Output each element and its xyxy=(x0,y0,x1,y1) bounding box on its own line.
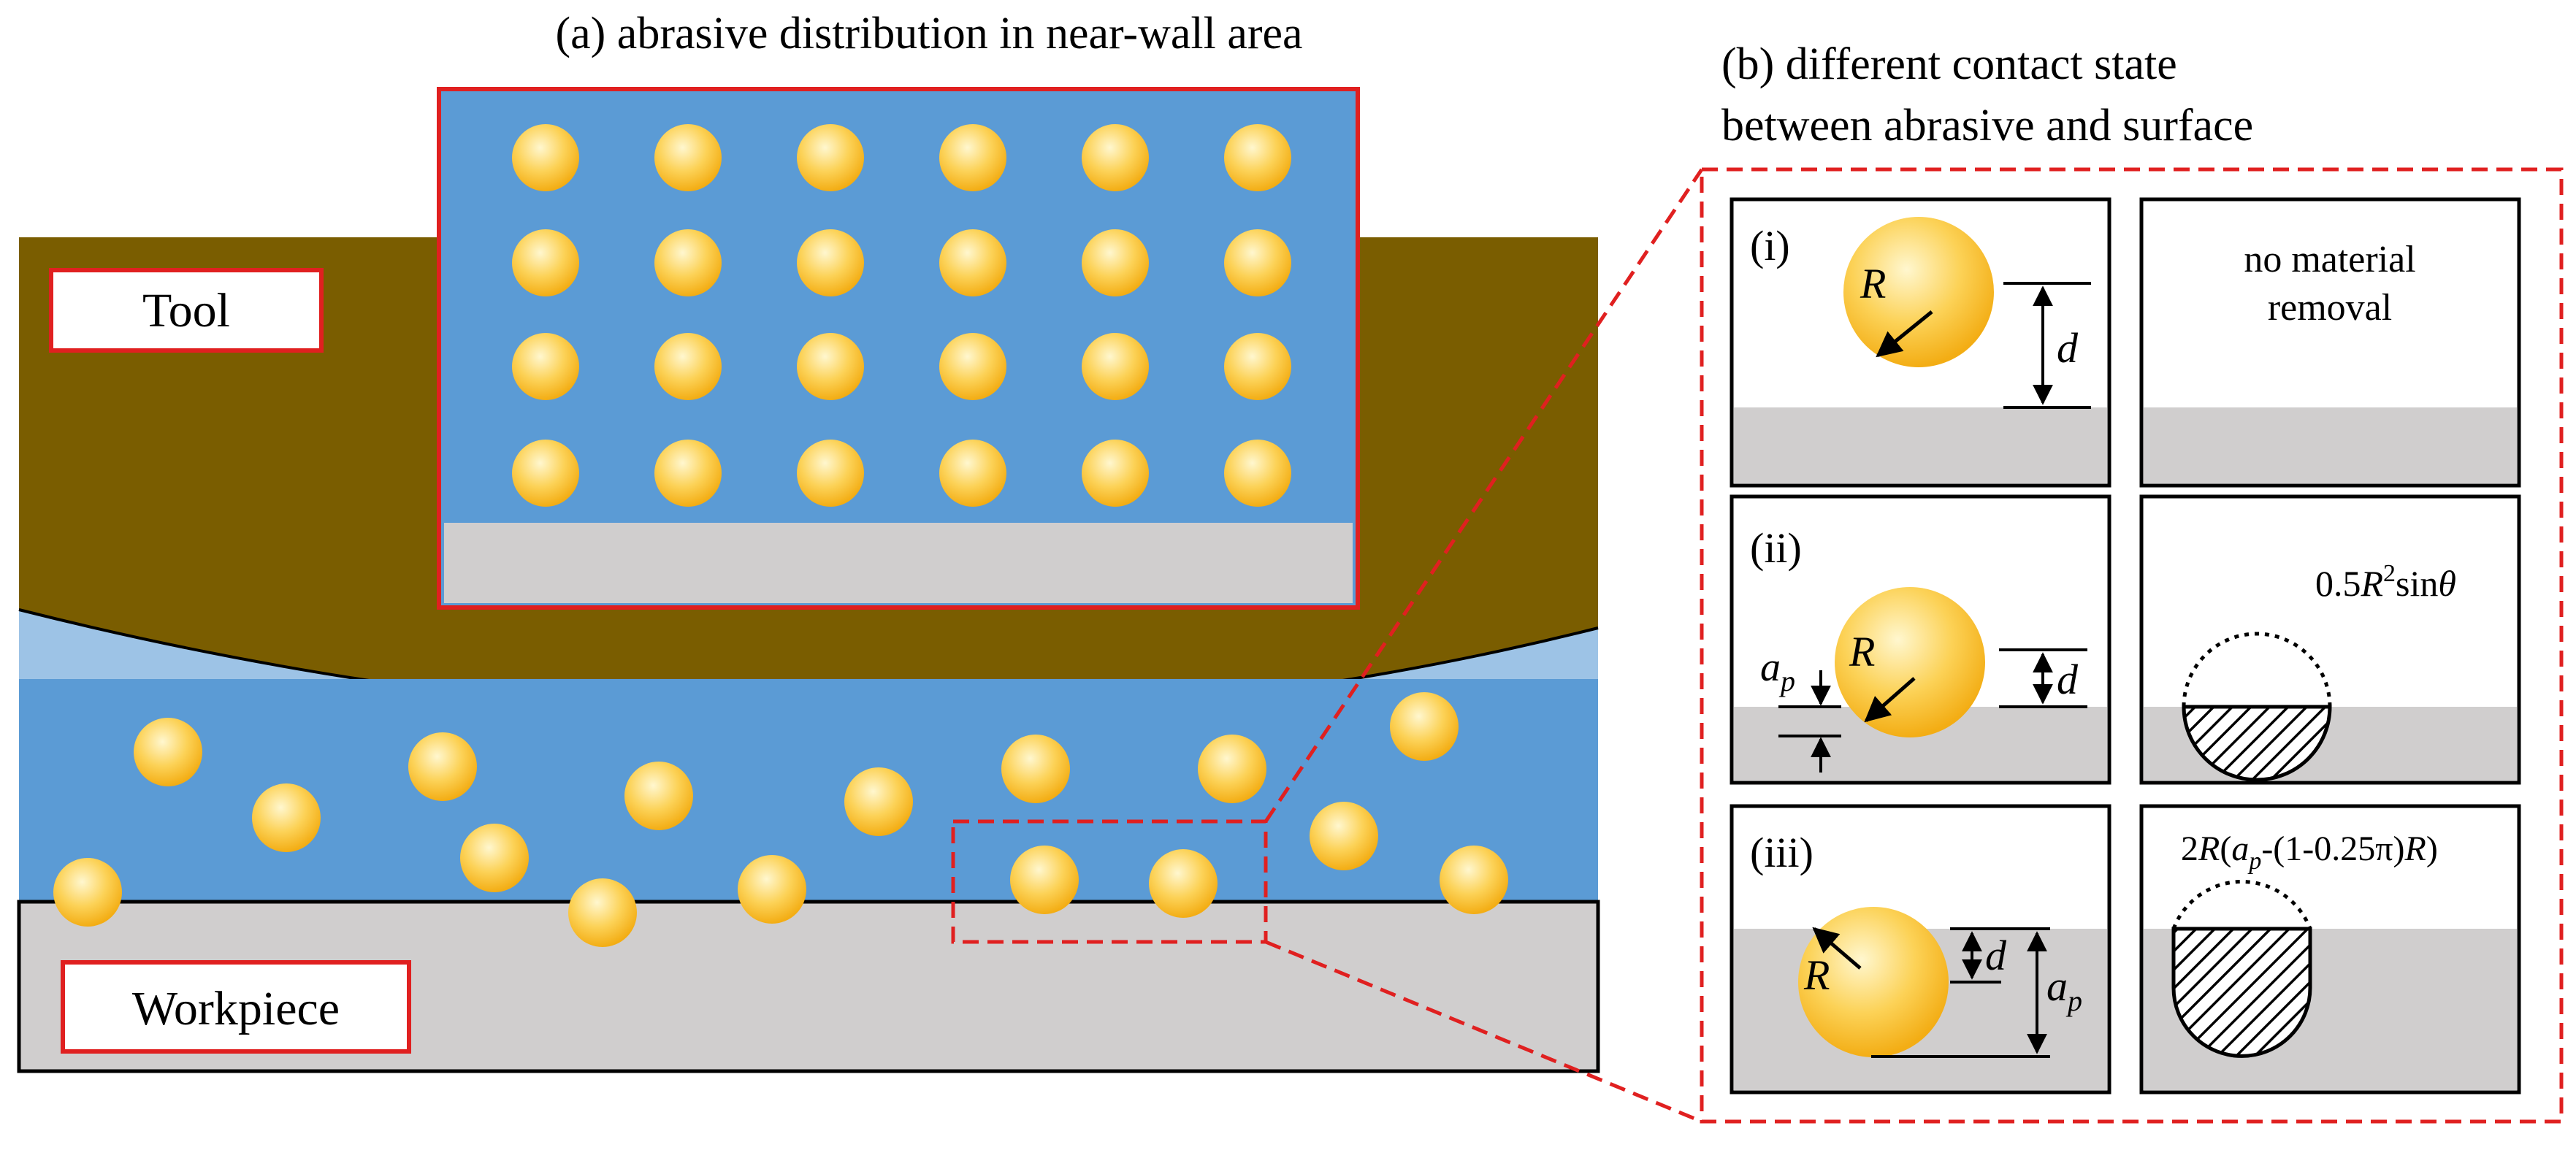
case-i-border xyxy=(1730,197,2111,488)
abrasive-particle xyxy=(53,858,122,927)
abrasive-particle xyxy=(1390,692,1459,761)
abrasive-particle xyxy=(939,229,1006,296)
radius-label: R xyxy=(1860,260,1886,307)
abrasive-particle xyxy=(1843,217,1994,367)
distance-label: d xyxy=(1985,932,2007,979)
abrasive-particle xyxy=(797,440,864,507)
removed-area xyxy=(2171,927,2312,1058)
abrasive-particle xyxy=(844,767,913,836)
zoom-region xyxy=(951,819,1268,944)
abrasive-particle xyxy=(1082,333,1149,400)
radius-label: R xyxy=(1849,628,1875,675)
tool-label-box xyxy=(49,268,324,353)
case-i-result-line2: removal xyxy=(2268,287,2392,329)
abrasive-particle xyxy=(1149,849,1218,918)
depth-label: ap xyxy=(2046,962,2082,1017)
abrasive-particle xyxy=(1224,229,1291,296)
case-i: (i) R d no material removal xyxy=(1730,197,2521,488)
inset-particle-grid xyxy=(512,124,1291,507)
radius-arrow xyxy=(1812,927,1862,970)
abrasive-particle xyxy=(939,440,1006,507)
workpiece-label: Workpiece xyxy=(132,982,340,1035)
distance-label: d xyxy=(2057,324,2079,372)
case-i-result-border xyxy=(2139,197,2521,488)
abrasive-particle xyxy=(624,762,693,830)
formula-ii: 0.5R2sinθ xyxy=(2315,560,2456,604)
case-iii-border xyxy=(1730,804,2111,1095)
inset-frame xyxy=(437,87,1360,610)
abrasive-particle xyxy=(1082,440,1149,507)
radius-arrow xyxy=(1876,310,1933,358)
abrasive-particle xyxy=(1082,229,1149,296)
fluid-under-arc xyxy=(19,679,1598,902)
workpiece-label-box xyxy=(61,960,411,1054)
panel-b-frame xyxy=(1700,167,2564,1124)
formula-iii: 2R(ap-(1-0.25π)R) xyxy=(2181,829,2438,875)
case-ii-id: (ii) xyxy=(1750,524,1802,572)
abrasive-particle xyxy=(1440,846,1508,914)
panel-b-title-line2: between abrasive and surface xyxy=(1721,101,2253,150)
case-iii-id: (iii) xyxy=(1750,829,1813,876)
panel-b-title-line1: (b) different contact state xyxy=(1721,39,2177,89)
radius-label: R xyxy=(1803,951,1830,999)
abrasive-particle xyxy=(738,855,806,924)
case-iii: (iii) R d ap 2R(ap-(1-0.25π)R) xyxy=(1730,804,2521,1095)
abrasive-particle xyxy=(512,333,579,400)
panel-a-title: (a) abrasive distribution in near-wall a… xyxy=(555,9,1302,58)
abrasive-particle xyxy=(1224,124,1291,191)
abrasive-particle xyxy=(1310,802,1378,870)
case-i-surface xyxy=(1734,407,2107,483)
abrasive-particle xyxy=(252,783,321,852)
case-ii-border xyxy=(1730,494,2111,785)
inset-workpiece xyxy=(444,523,1353,603)
case-ii-result-border xyxy=(2139,494,2521,785)
case-ii: (ii) R d ap 0.5R2sinθ xyxy=(1730,494,2521,785)
abrasive-particle xyxy=(512,440,579,507)
panel-a: (a) abrasive distribution in near-wall a… xyxy=(17,9,1600,1073)
abrasive-particle xyxy=(512,124,579,191)
radius-arrow xyxy=(1864,677,1916,723)
inset-fluid xyxy=(439,89,1358,607)
distance-label: d xyxy=(2057,656,2079,703)
zoom-connector-bottom xyxy=(1265,940,1702,1124)
abrasive-particle xyxy=(134,718,202,786)
depth-label: ap xyxy=(1760,645,1795,697)
case-i-result-line1: no material xyxy=(2244,239,2415,280)
abrasive-particle xyxy=(797,333,864,400)
zoom-connector-top xyxy=(1264,168,1704,823)
abrasive-particle xyxy=(939,333,1006,400)
abrasive-particle xyxy=(1224,440,1291,507)
abrasive-particle xyxy=(512,229,579,296)
particle-outline xyxy=(2182,632,2332,708)
abrasive-particle xyxy=(654,333,722,400)
inset-distribution xyxy=(437,87,1360,610)
abrasive-particle xyxy=(654,440,722,507)
tool-label: Tool xyxy=(142,284,230,337)
abrasive-particles xyxy=(53,692,1508,947)
case-i-id: (i) xyxy=(1750,222,1790,269)
abrasive-particle xyxy=(1001,735,1070,803)
abrasive-particle xyxy=(460,824,529,892)
abrasive-particle xyxy=(1198,735,1266,803)
panel-b: (b) different contact state between abra… xyxy=(1700,39,2564,1124)
abrasive-particle xyxy=(408,732,477,801)
removed-area xyxy=(2182,705,2332,782)
abrasive-particle xyxy=(939,124,1006,191)
abrasive-particle xyxy=(568,878,637,947)
abrasive-particle xyxy=(1224,333,1291,400)
abrasive-particle xyxy=(797,229,864,296)
case-iii-result-border xyxy=(2139,804,2521,1095)
abrasive-particle xyxy=(654,124,722,191)
abrasive-particle xyxy=(654,229,722,296)
abrasive-particle xyxy=(797,124,864,191)
case-i-result-surface xyxy=(2144,407,2517,483)
abrasive-particle xyxy=(1082,124,1149,191)
abrasive-particle xyxy=(1010,846,1079,914)
